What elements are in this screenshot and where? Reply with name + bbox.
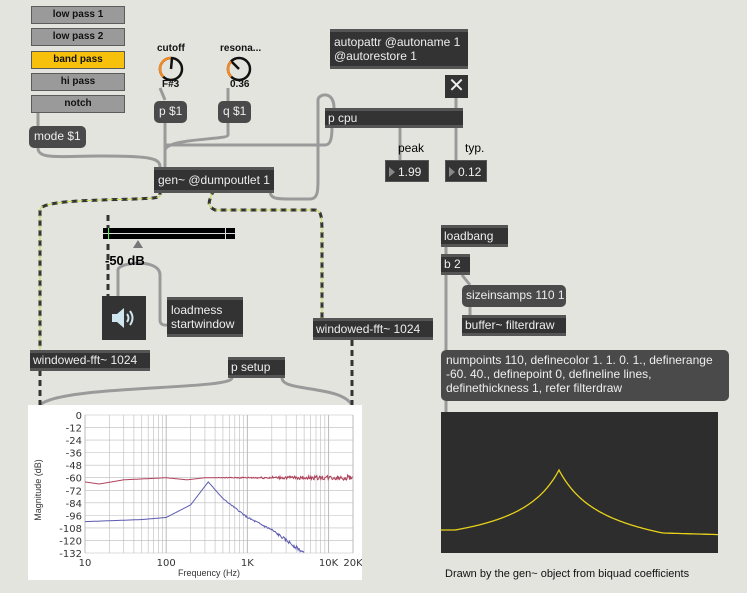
autopattr-line-2: @autorestore 1 xyxy=(334,49,417,63)
autopattr-line-1: autopattr @autoname 1 xyxy=(334,35,461,49)
b2-object[interactable]: b 2 xyxy=(441,254,470,275)
gen-object[interactable]: gen~ @dumpoutlet 1 xyxy=(154,167,274,193)
tab-low-pass-2[interactable]: low pass 2 xyxy=(31,28,125,46)
buffer-object[interactable]: buffer~ filterdraw xyxy=(462,315,566,336)
windowed-fft-right[interactable]: windowed-fft~ 1024 xyxy=(313,318,433,340)
loadmess-line-2: startwindow xyxy=(171,317,235,331)
y-tick-label: -24 xyxy=(66,436,82,447)
tab-band-pass[interactable]: band pass xyxy=(31,51,125,69)
series-line-0 xyxy=(84,473,353,485)
x-tick-label: 1K xyxy=(241,558,254,569)
cutoff-dial[interactable] xyxy=(157,55,185,83)
typ-label: typ. xyxy=(465,141,485,155)
q-message[interactable]: q $1 xyxy=(218,101,252,123)
tab-notch[interactable]: notch xyxy=(31,95,125,113)
autopattr-object[interactable]: autopattr @autoname 1 @autorestore 1 xyxy=(330,29,468,69)
series-line-1 xyxy=(85,481,305,553)
cutoff-value: F#3 xyxy=(162,79,180,90)
y-tick-label: -120 xyxy=(59,536,82,547)
p-cpu-object[interactable]: p cpu xyxy=(325,108,463,128)
meter-db-value: -50 dB xyxy=(105,253,145,268)
p-message[interactable]: p $1 xyxy=(154,101,188,123)
msg-line-1: numpoints 110, definecolor 1. 1. 0. 1., … xyxy=(446,353,713,367)
sizeinsamps-message[interactable]: sizeinsamps 110 1 xyxy=(462,285,566,307)
msg-line-2: -60. 40., definepoint 0, defineline line… xyxy=(446,367,652,381)
y-tick-label: -36 xyxy=(66,449,82,460)
x-tick-label: 100 xyxy=(157,558,176,569)
speaker-button[interactable] xyxy=(102,296,146,340)
y-tick-label: -72 xyxy=(66,486,82,497)
loadmess-line-1: loadmess xyxy=(171,303,223,317)
cutoff-label: cutoff xyxy=(157,43,185,54)
filtergraph-setup-message[interactable]: numpoints 110, definecolor 1. 1. 0. 1., … xyxy=(441,350,729,401)
y-tick-label: -132 xyxy=(59,549,82,560)
toggle-x-icon[interactable]: ✕ xyxy=(445,75,468,98)
x-tick-label: 10K xyxy=(319,558,339,569)
typ-number[interactable]: 0.12 xyxy=(445,160,487,182)
resonance-label: resona... xyxy=(220,43,262,54)
windowed-fft-left[interactable]: windowed-fft~ 1024 xyxy=(30,350,150,371)
meter-triangle-icon[interactable] xyxy=(133,240,143,248)
y-tick-label: -108 xyxy=(59,524,82,535)
msg-line-3: definethickness 1, refer filterdraw xyxy=(446,381,623,395)
y-tick-label: -96 xyxy=(66,511,82,522)
filter-curve-display[interactable] xyxy=(441,412,718,553)
tab-hi-pass[interactable]: hi pass xyxy=(31,73,125,91)
peak-label: peak xyxy=(398,141,425,155)
resonance-dial[interactable] xyxy=(225,55,253,83)
filter-response-curve xyxy=(441,468,718,536)
y-tick-label: -12 xyxy=(66,424,82,435)
x-axis-label: Frequency (Hz) xyxy=(178,568,241,578)
x-tick-label: 10 xyxy=(79,558,92,569)
resonance-value: 0.36 xyxy=(230,79,250,90)
tab-low-pass-1[interactable]: low pass 1 xyxy=(31,6,125,24)
y-tick-label: -48 xyxy=(66,461,82,472)
x-tick-label: 20K xyxy=(343,558,362,569)
y-axis-label: Magnitude (dB) xyxy=(33,459,43,521)
speaker-icon xyxy=(112,308,134,328)
peak-number[interactable]: 1.99 xyxy=(385,160,429,182)
caption: Drawn by the gen~ object from biquad coe… xyxy=(445,568,690,580)
level-meter[interactable] xyxy=(103,228,235,239)
mode-message[interactable]: mode $1 xyxy=(29,126,86,148)
loadbang-object[interactable]: loadbang xyxy=(441,225,508,247)
y-tick-label: 0 xyxy=(76,411,82,422)
y-tick-label: -60 xyxy=(66,474,82,485)
loadmess-object[interactable]: loadmess startwindow xyxy=(167,297,243,337)
p-setup-object[interactable]: p setup xyxy=(228,357,285,378)
y-tick-label: -84 xyxy=(66,499,82,510)
